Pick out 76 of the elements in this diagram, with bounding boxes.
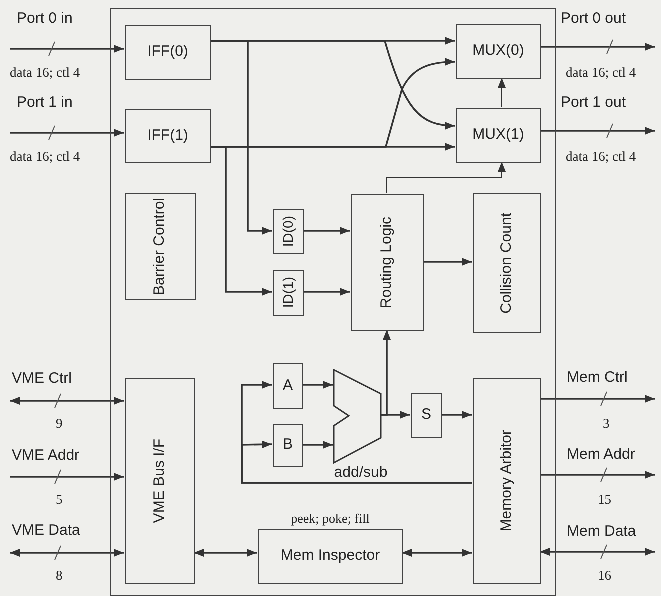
connector-arrow — [540, 395, 655, 403]
function-block — [456, 108, 541, 163]
port-label: VME Data — [12, 522, 80, 539]
connector-arrow — [303, 227, 350, 235]
function-block — [125, 378, 195, 584]
block-label: A — [282, 378, 293, 394]
bus-width-label: 3 — [603, 416, 610, 432]
connector-arrow — [10, 45, 124, 53]
connector-arrow — [303, 288, 350, 296]
port-label: Port 1 in — [17, 94, 73, 111]
block-label: Memory Arbitor — [498, 430, 516, 532]
connector-arrow — [402, 549, 472, 557]
block-label: Mem Inspector — [280, 548, 380, 565]
block-label: IFF(0) — [148, 44, 188, 61]
port-label: Port 1 out — [561, 94, 626, 111]
connector-arrow — [386, 162, 506, 194]
function-block — [273, 270, 304, 316]
block-label: ID(1) — [280, 277, 296, 309]
function-block — [473, 378, 541, 584]
connector-arrow — [302, 441, 333, 449]
connector-arrow — [10, 473, 124, 481]
connector-arrow — [540, 471, 655, 479]
port-label: Mem Data — [567, 523, 636, 540]
block-label: S — [421, 407, 432, 424]
function-block — [273, 363, 303, 409]
function-block — [125, 25, 211, 80]
connector-arrow — [540, 548, 655, 556]
port-label: VME Addr — [12, 447, 80, 464]
adder-label: add/sub — [334, 465, 388, 482]
connector-arrow — [194, 549, 257, 557]
connector-arrow — [10, 129, 124, 137]
block-label: Barrier Control — [152, 198, 169, 296]
port-label: Port 0 out — [561, 10, 626, 27]
block-label: IFF(1) — [148, 128, 188, 144]
connector-arrow — [210, 40, 272, 235]
function-block — [411, 393, 442, 438]
block-label: VME Bus I/F — [152, 438, 168, 524]
board-outline — [110, 8, 556, 596]
function-block — [273, 209, 304, 254]
bus-width-label: 8 — [56, 568, 63, 584]
connector-arrow — [241, 440, 472, 484]
bus-width-label: 5 — [56, 492, 63, 508]
block-label: B — [282, 437, 293, 454]
connector-arrow — [10, 549, 124, 557]
connector-arrow — [498, 78, 506, 108]
bus-width-label: data 16; ctl 4 — [566, 149, 636, 165]
connector-arrow — [10, 397, 124, 405]
block-label: ID(0) — [280, 216, 296, 248]
connector-arrow — [423, 258, 472, 266]
function-block — [273, 424, 303, 467]
bus-width-label: data 16; ctl 4 — [10, 149, 80, 165]
block-label: Collision Count — [498, 212, 516, 314]
block-note: peek; poke; fill — [290, 511, 371, 527]
port-label: VME Ctrl — [12, 370, 72, 387]
function-block — [125, 109, 211, 163]
bus-width-label: data 16; ctl 4 — [566, 65, 636, 81]
function-block — [351, 194, 424, 331]
connector-arrow — [441, 411, 472, 419]
connector-arrow — [302, 381, 333, 389]
port-label: Port 0 in — [17, 10, 73, 27]
bus-width-label: 9 — [56, 416, 63, 432]
bus-width-label: 15 — [598, 492, 612, 508]
bus-width-label: data 16; ctl 4 — [10, 65, 80, 81]
function-block — [473, 193, 541, 333]
connector-arrow — [210, 146, 272, 296]
function-block — [125, 193, 196, 300]
function-block — [456, 24, 541, 79]
connector-arrow — [380, 330, 391, 416]
bus-width-label: 16 — [598, 568, 612, 584]
block-label: Routing Logic — [379, 216, 396, 308]
connector-arrow — [540, 43, 655, 51]
port-label: Mem Addr — [567, 446, 636, 463]
block-label: MUX(1) — [472, 127, 524, 144]
connector-arrow — [540, 127, 655, 135]
block-label: MUX(0) — [472, 43, 524, 60]
port-label: Mem Ctrl — [567, 369, 628, 386]
